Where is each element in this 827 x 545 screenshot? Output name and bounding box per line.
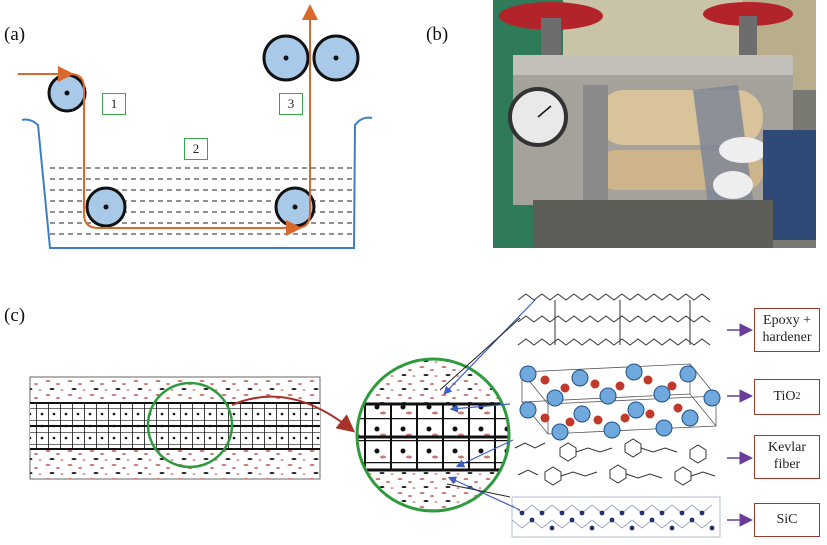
roller-icon — [47, 73, 87, 113]
panel-a-label: (a) — [4, 24, 26, 45]
roller-icon — [312, 34, 360, 82]
legend-epoxy-line2: hardener — [762, 330, 812, 345]
legend-kevlar-line2: fiber — [773, 457, 801, 472]
magnified-view — [357, 359, 509, 511]
epoxy-structure — [517, 293, 711, 346]
legend-sic-label: SiC — [776, 511, 798, 527]
panel-b-label: (b) — [426, 24, 449, 45]
tio2-lattice — [519, 363, 721, 441]
zoom-region — [146, 381, 234, 469]
step-3-box: 3 — [279, 93, 303, 115]
panel-c-label: (c) — [4, 305, 26, 326]
roller-machine-photo — [493, 0, 816, 248]
legend-tio2-label: TiO — [773, 388, 796, 404]
legend-tio2-sub: 2 — [795, 391, 801, 402]
sic-structure — [511, 496, 721, 538]
legend-kevlar: Kevlar fiber — [754, 435, 820, 479]
impregnation-schematic — [18, 4, 373, 249]
fiber-path — [18, 4, 318, 229]
legend-sic: SiC — [754, 503, 820, 537]
zoom-pointer — [231, 395, 356, 433]
roller-icon — [85, 186, 127, 228]
roller-icon — [262, 34, 310, 82]
step-1-box: 1 — [102, 93, 126, 115]
step-2-box: 2 — [184, 138, 208, 160]
legend-epoxy-line1: Epoxy + — [763, 313, 811, 329]
composite-laminate — [29, 376, 321, 480]
resin-bath — [21, 116, 373, 249]
kevlar-structure — [514, 438, 716, 486]
legend-kevlar-line1: Kevlar — [767, 440, 807, 456]
gauge-icon — [508, 87, 568, 147]
legend-epoxy: Epoxy + hardener — [754, 308, 820, 352]
